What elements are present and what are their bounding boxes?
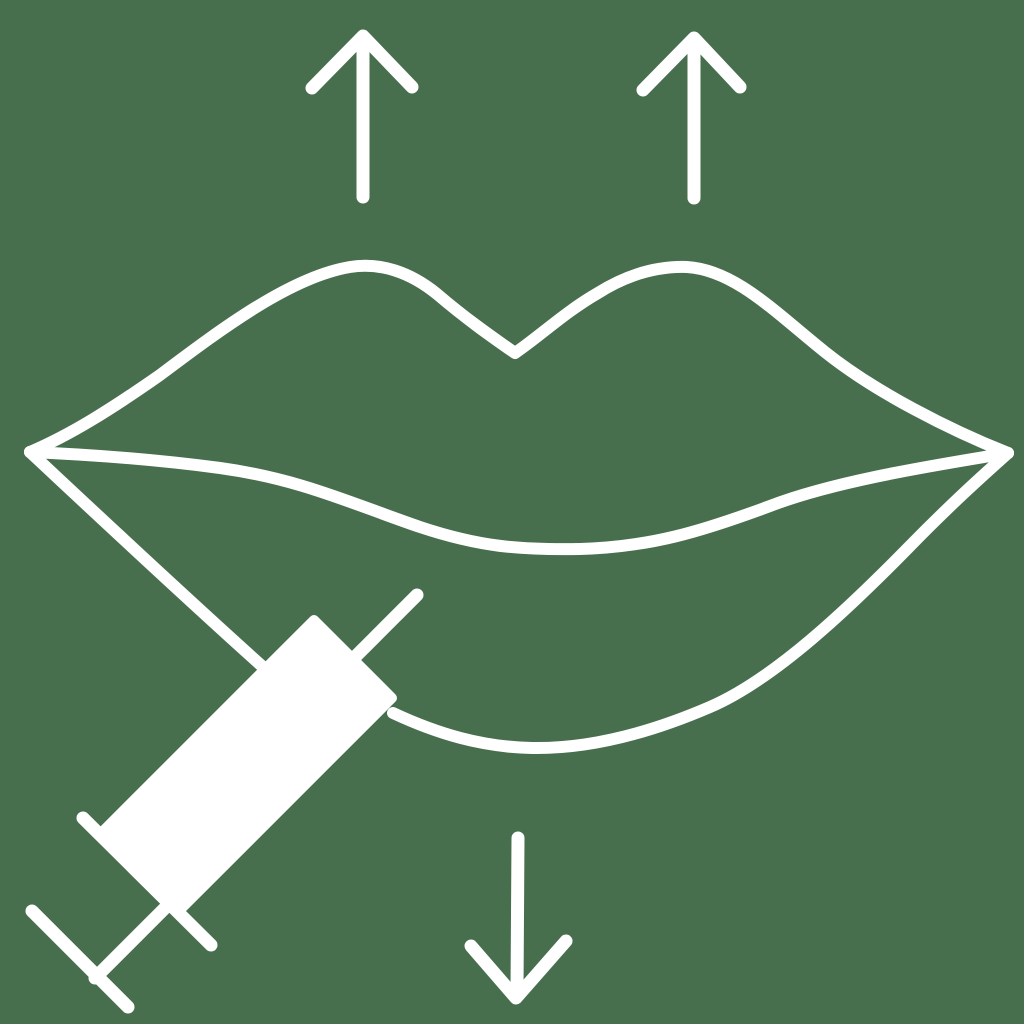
syringe-needle: [342, 588, 424, 670]
lower-lip-left-segment: [24, 446, 269, 673]
arrow-down-shaft: [510, 831, 525, 997]
lower-lip-right-segment: [387, 447, 1014, 755]
syringe-plunger-rod: [88, 898, 175, 985]
syringe-barrel: [97, 615, 397, 915]
syringe-thumb-rest: [25, 904, 135, 1014]
arrow-up-left-head: [305, 29, 419, 95]
lip-smile-line: [24, 446, 1014, 556]
syringe-flange: [76, 811, 218, 952]
arrow-up-right-head: [636, 31, 747, 97]
upper-lip-outline: [24, 259, 1014, 459]
arrow-down-head: [464, 934, 573, 1005]
